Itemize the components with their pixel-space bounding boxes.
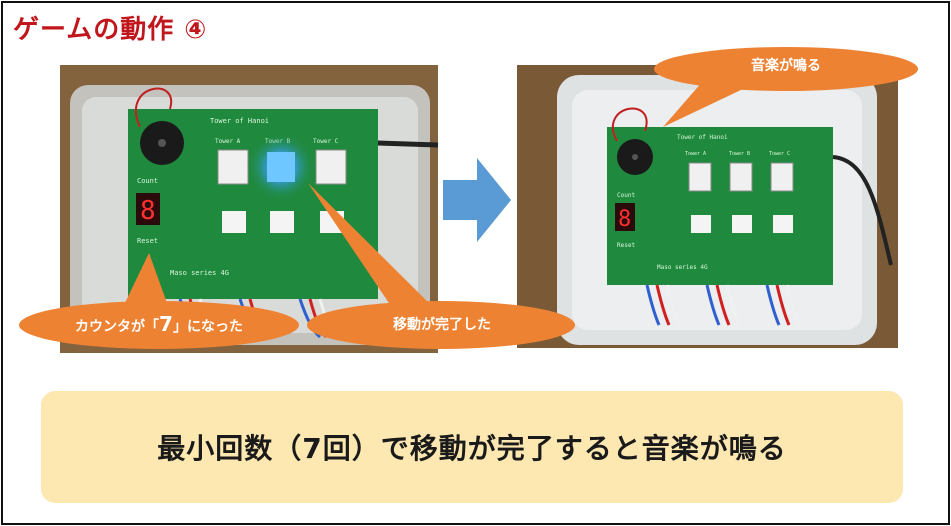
series-label: Maso series 4G <box>170 269 229 277</box>
buzzer-icon <box>140 121 184 165</box>
reset-label: Reset <box>137 237 158 245</box>
count-label: Count <box>137 177 158 185</box>
callout-counter: カウンタが「7」になった <box>21 312 297 336</box>
board-name: Tower of Hanoi <box>210 117 269 125</box>
summary-text: 最小回数（7回）で移動が完了すると音楽が鳴る <box>157 432 787 465</box>
tower-a-label-2: Tower A <box>685 151 706 157</box>
count-label-2: Count <box>617 192 635 199</box>
series-label-2: Maso series 4G <box>657 264 708 271</box>
summary-banner: 最小回数（7回）で移動が完了すると音楽が鳴る <box>41 391 903 503</box>
board-name-2: Tower of Hanoi <box>677 134 728 141</box>
callout-counter-shape <box>19 253 299 349</box>
slide-title: ゲームの動作 ④ <box>13 15 208 45</box>
callout-move-shape <box>307 183 575 349</box>
photo-before: Tower of Hanoi Tower A Tower B Tower C C… <box>60 65 438 353</box>
seven-seg-display-2: 8 <box>618 207 631 232</box>
callout-counter-value: 7 <box>159 312 173 336</box>
tower-c-label-2: Tower C <box>769 151 790 157</box>
seven-seg-display: 8 <box>140 196 156 226</box>
callout-counter-suffix: 」になった <box>172 319 243 335</box>
callout-music-plays: 音楽が鳴る <box>751 58 821 74</box>
buzzer-icon <box>617 139 653 175</box>
tower-a-label: Tower A <box>215 138 241 145</box>
callout-music-shape <box>654 47 918 127</box>
callout-counter-prefix: カウンタが「 <box>75 319 160 335</box>
tower-b-label-2: Tower B <box>729 151 750 157</box>
callout-move-complete: 移動が完了した <box>393 317 491 333</box>
reset-label-2: Reset <box>617 242 635 249</box>
tower-c-label: Tower C <box>313 138 339 145</box>
arrow-right-icon <box>443 158 513 246</box>
callout-shapes <box>19 47 918 349</box>
photo-after: Tower of Hanoi Tower A Tower B Tower C C… <box>517 65 898 348</box>
